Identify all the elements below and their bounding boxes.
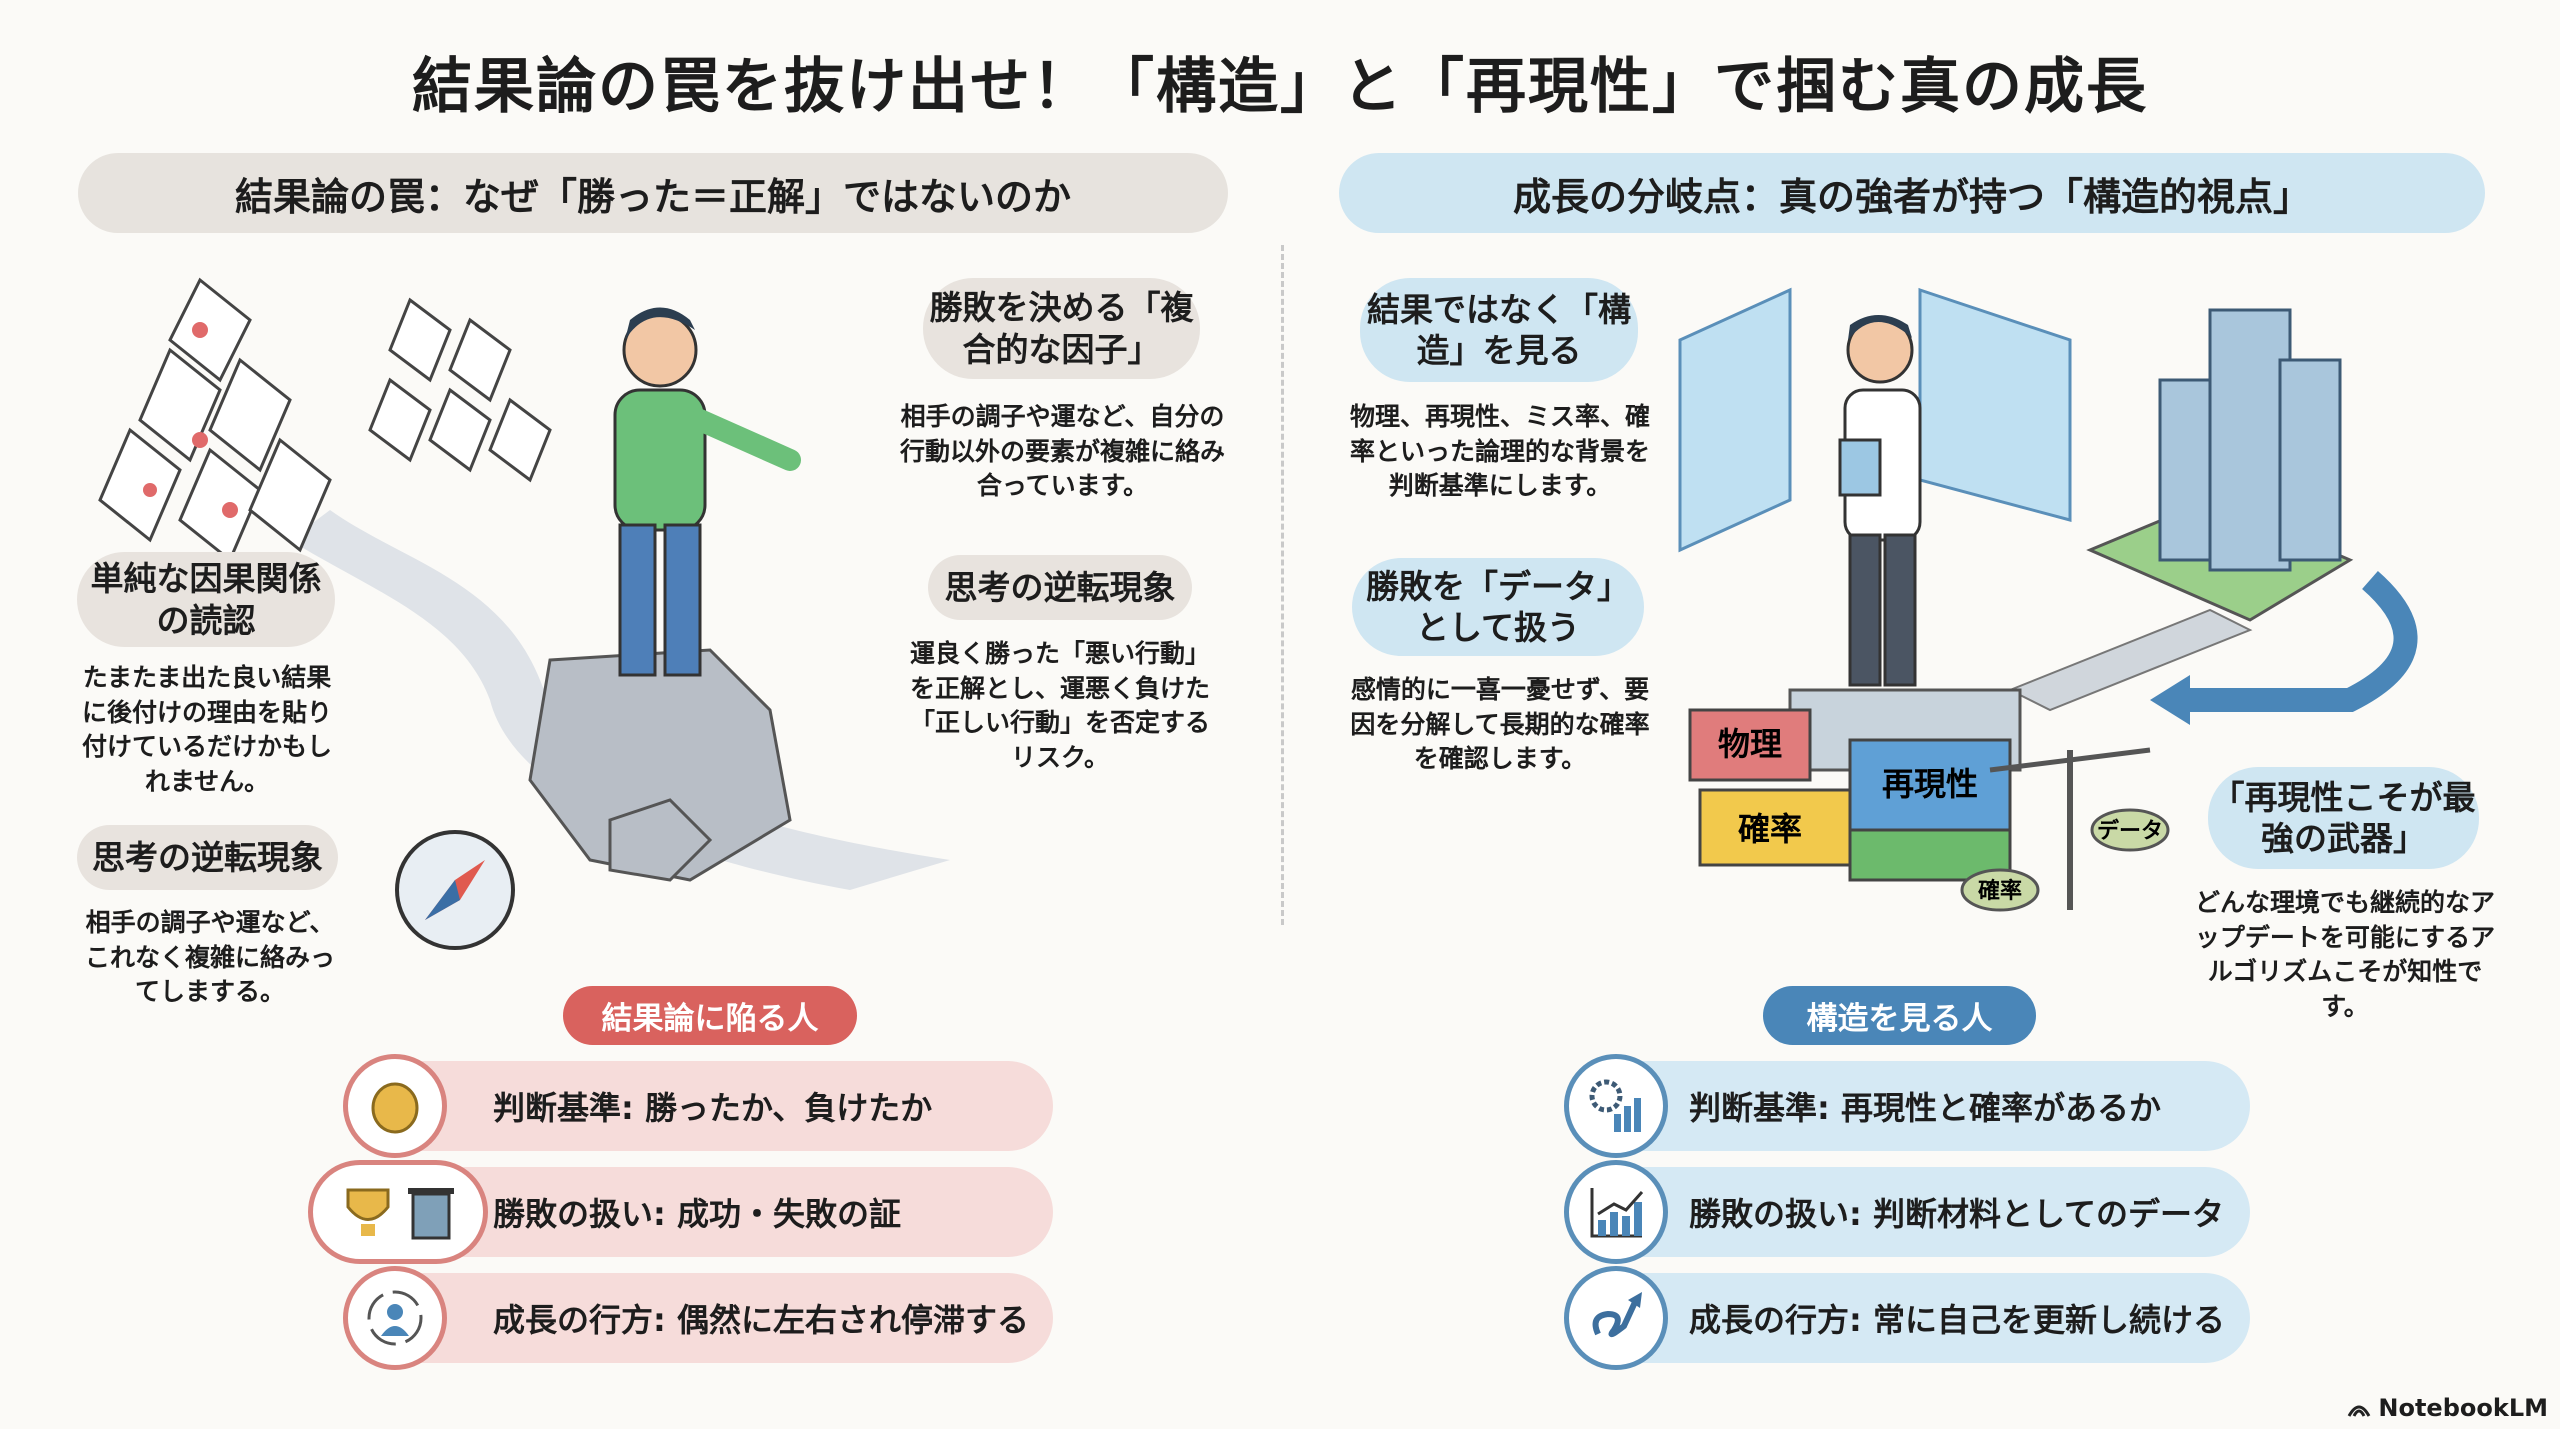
scale-label-data: データ [2097,818,2163,844]
callout-text: 物理、再現性、ミス率、確率といった論理的な背景を判断基準にします。 [1349,402,1650,500]
list-item: 判断基準: 勝ったか、負けたか [343,1061,1053,1151]
block-label-physics: 物理 [1718,725,1782,763]
structure-blocks: 物理 確率 再現性 [1688,708,2012,882]
analyst-person-icon [1838,315,1922,687]
list-item: 成長の行方: 常に自己を更新し続ける [1564,1273,2250,1363]
gear-chart-icon [1564,1054,1668,1158]
path-road [290,510,950,890]
brand-label: NotebookLM [2378,1394,2548,1422]
callout-text: 相手の調子や運など、これなく複雑に絡みってしまする。 [84,908,335,1006]
list-item: 勝敗の扱い: 判断材料としてのデータ [1564,1167,2250,1257]
callout-title: 結果ではなく「構造」を見る [1360,278,1638,382]
thinking-person-icon [613,307,801,677]
callout-text: どんな理境でも継続的なアップデートを可能にするアルゴリズムこそが知性です。 [2194,888,2496,1021]
balance-scale-icon: 確率 データ [1960,747,2170,912]
structure-illustration: 物理 確率 再現性 確率 データ [1678,287,2418,912]
trophy-trash-icon [308,1160,488,1264]
tag-outcome-bias: 結果論に陥る人 [563,986,857,1045]
callout-title: 勝敗を「データ」として扱う [1352,558,1644,656]
stagnation-cycle-icon [343,1266,447,1370]
callout-title: 思考の逆転現象 [77,825,338,890]
left-section-header: 結果論の罠：なぜ「勝った＝正解」ではないのか [78,153,1228,233]
callout-text: 運良く勝った「悪い行動」を正解とし、運悪く負けた「正しい行動」を否定するリスク。 [909,639,1210,772]
block-label-reproducibility: 再現性 [1882,765,1978,803]
notebooklm-logo: NotebookLM [2346,1394,2548,1422]
hologram-panel-left [1678,287,1792,553]
callout-title: 思考の逆転現象 [928,555,1192,620]
fallacy-illustration [98,277,950,950]
callout-text: 相手の調子や運など、自分の行動以外の要素が複雑に絡み合っています。 [900,402,1226,500]
list-item: 成長の行方: 偶然に左右され停滞する [343,1273,1053,1363]
section-divider [1281,245,1284,925]
row-label: 成長の行方: 偶然に左右され停滞する [493,1301,1029,1339]
callout-text: 感情的に一喜一憂せず、要因を分解して長期的な確率を確認します。 [1350,675,1650,773]
callout-text: たまたま出た良い結果に後付けの理由を貼り付けているだけかもしれません。 [82,663,333,796]
callout-title: 「再現性こそが最強の武器」 [2208,767,2479,869]
bridge-icon [2007,608,2253,712]
scale-label-probability: 確率 [1978,878,2022,904]
row-label: 勝敗の扱い: 判断材料としてのデータ [1689,1195,2224,1233]
row-label: 成長の行方: 常に自己を更新し続ける [1689,1301,2225,1339]
page-title: 結果論の罠を抜け出せ！「構造」と「再現性」で掴む真の成長 [412,52,2148,122]
right-section-header: 成長の分岐点：真の強者が持つ「構造的視点」 [1339,153,2485,233]
row-label: 勝敗の扱い: 成功・失敗の証 [493,1195,901,1233]
coin-icon [343,1054,447,1158]
callout-title: 勝敗を決める「複合的な因子」 [923,278,1200,379]
bar-chart-icon [1564,1160,1668,1264]
row-label: 判断基準: 再現性と確率があるか [1689,1089,2161,1127]
growth-arrow-icon [1564,1266,1668,1370]
notebooklm-icon [2348,1405,2371,1417]
cycle-arrow-icon [2170,570,2418,712]
list-item: 判断基準: 再現性と確率があるか [1564,1061,2250,1151]
compass-icon [395,830,515,950]
row-label: 判断基準: 勝ったか、負けたか [493,1089,933,1127]
cliff-rock-icon [528,648,792,882]
callout-title: 単純な因果関係の読認 [77,552,335,647]
hologram-panel-right [1918,287,2072,522]
tag-structure-view: 構造を見る人 [1763,986,2036,1045]
block-label-probability: 確率 [1738,810,1802,848]
building-icon [2158,308,2342,572]
